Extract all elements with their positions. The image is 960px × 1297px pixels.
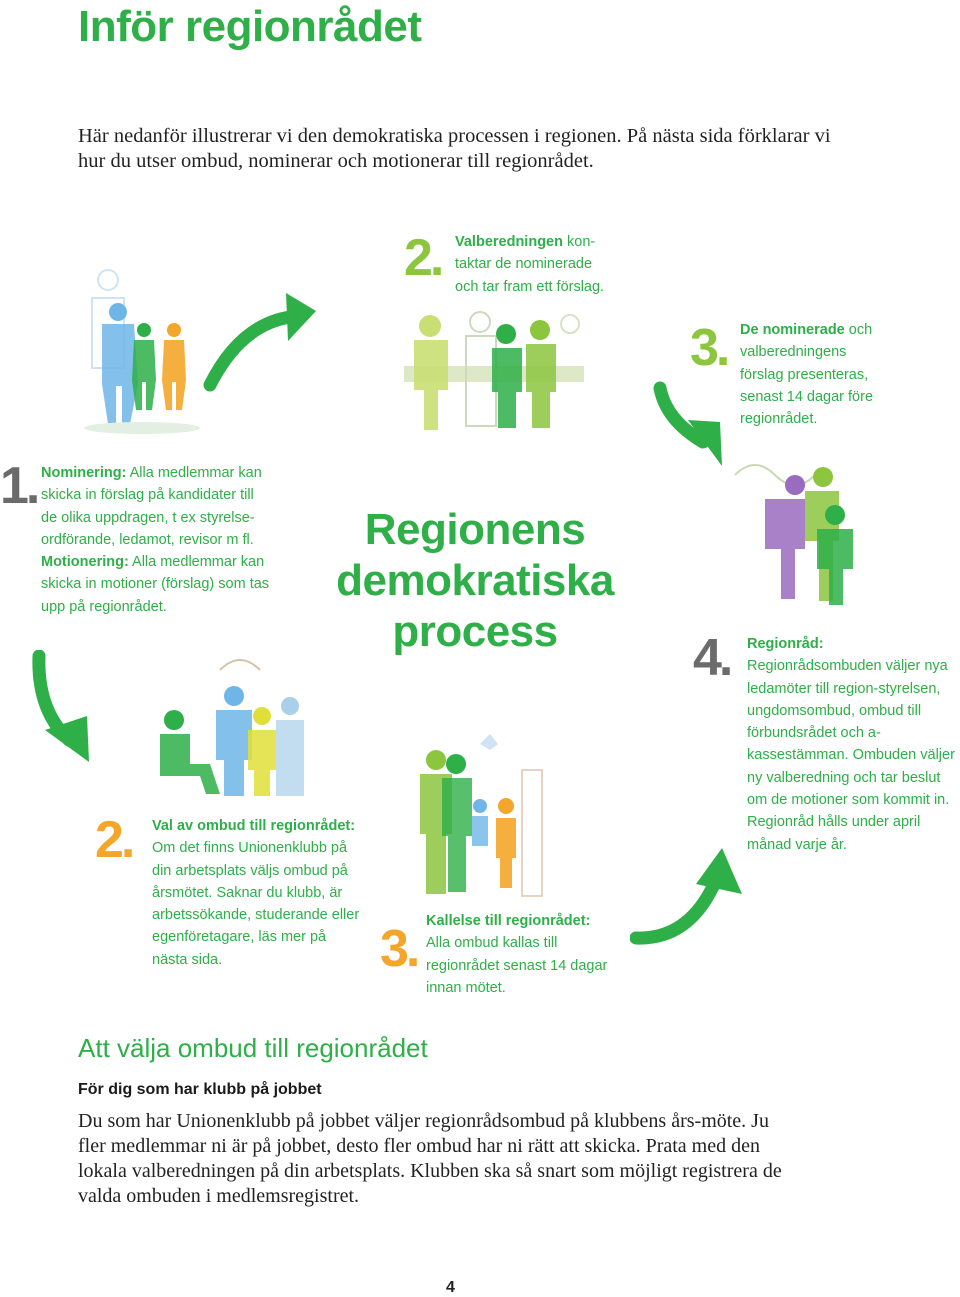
people-illustration-2 (404, 311, 584, 430)
arrow-3-to-4-lower (630, 848, 742, 945)
step-3-kallelse-lead: Kallelse till regionrådet: (426, 913, 591, 929)
step-4-body: Regionrådsombuden väljer nya ledamöter t… (747, 658, 955, 853)
step-3-nominerade-text: De nominerade och valberedningens försla… (740, 319, 880, 430)
step-1-lead-nominering: Nominering: (41, 465, 127, 481)
step-3-kallelse-number: 3. (380, 920, 420, 978)
center-line-3: process (392, 607, 558, 656)
people-illustration-5 (420, 734, 543, 897)
step-4-text: Regionråd: Regionrådsombuden väljer nya … (747, 633, 959, 856)
step-2-ombud-body: Om det finns Unionenklubb på din arbetsp… (152, 840, 360, 968)
step-1-body-nominering: Alla medlemmar kan skicka in förslag på … (41, 465, 262, 548)
step-4-number: 4. (693, 629, 733, 687)
step-3-kallelse-body: Alla ombud kallas till regionrådet senas… (426, 935, 608, 996)
people-illustration-3 (160, 659, 304, 796)
step-2-valberedning-text: Valberedningen kon-taktar de nominerade … (455, 231, 605, 298)
section-title: Att välja ombud till regionrådet (78, 1033, 428, 1063)
step-2-ombud-number: 2. (95, 811, 135, 869)
step-1-text: Nominering: Alla medlemmar kan skicka in… (41, 462, 271, 618)
center-line-1: Regionens (364, 505, 586, 554)
step-3-nominerade-body: och valberedningens förslag presenteras,… (740, 322, 874, 428)
step-2-valberedning-number: 2. (404, 229, 444, 287)
intro-paragraph: Här nedanför illustrerar vi den demokrat… (78, 125, 831, 172)
step-3-nominerade-lead: De nominerade (740, 322, 845, 338)
section-subtitle: För dig som har klubb på jobbet (78, 1081, 322, 1098)
step-4-lead: Regionråd: (747, 636, 824, 652)
arrow-1-down (32, 650, 89, 762)
section-body: Du som har Unionenklubb på jobbet väljer… (78, 1110, 782, 1207)
arrow-1-to-2 (203, 293, 316, 392)
page-number: 4 (446, 1279, 455, 1296)
people-illustration-4 (734, 464, 853, 605)
arrow-3-to-4 (653, 381, 722, 466)
step-1-number: 1. (0, 457, 40, 515)
step-2-valberedning-lead: Valberedningen (455, 234, 563, 250)
step-3-kallelse-text: Kallelse till regionrådet: Alla ombud ka… (426, 910, 611, 999)
center-line-2: demokratiska (336, 556, 614, 605)
people-illustration-1 (84, 269, 200, 434)
step-2-ombud-lead: Val av ombud till regionrådet: (152, 818, 356, 834)
diagram-center-title: Regionens demokratiska process (330, 504, 620, 657)
step-2-valberedning-body: kon-taktar de nominerade och tar fram et… (455, 234, 605, 295)
step-1-body-motionering: Alla medlemmar kan skicka in motioner (f… (41, 554, 270, 615)
step-2-ombud-text: Val av ombud till regionrådet: Om det fi… (152, 815, 362, 971)
step-3-nominerade-number: 3. (690, 319, 730, 377)
step-1-lead-motionering: Motionering: (41, 554, 129, 571)
page-title: Inför regionrådet (78, 2, 422, 51)
